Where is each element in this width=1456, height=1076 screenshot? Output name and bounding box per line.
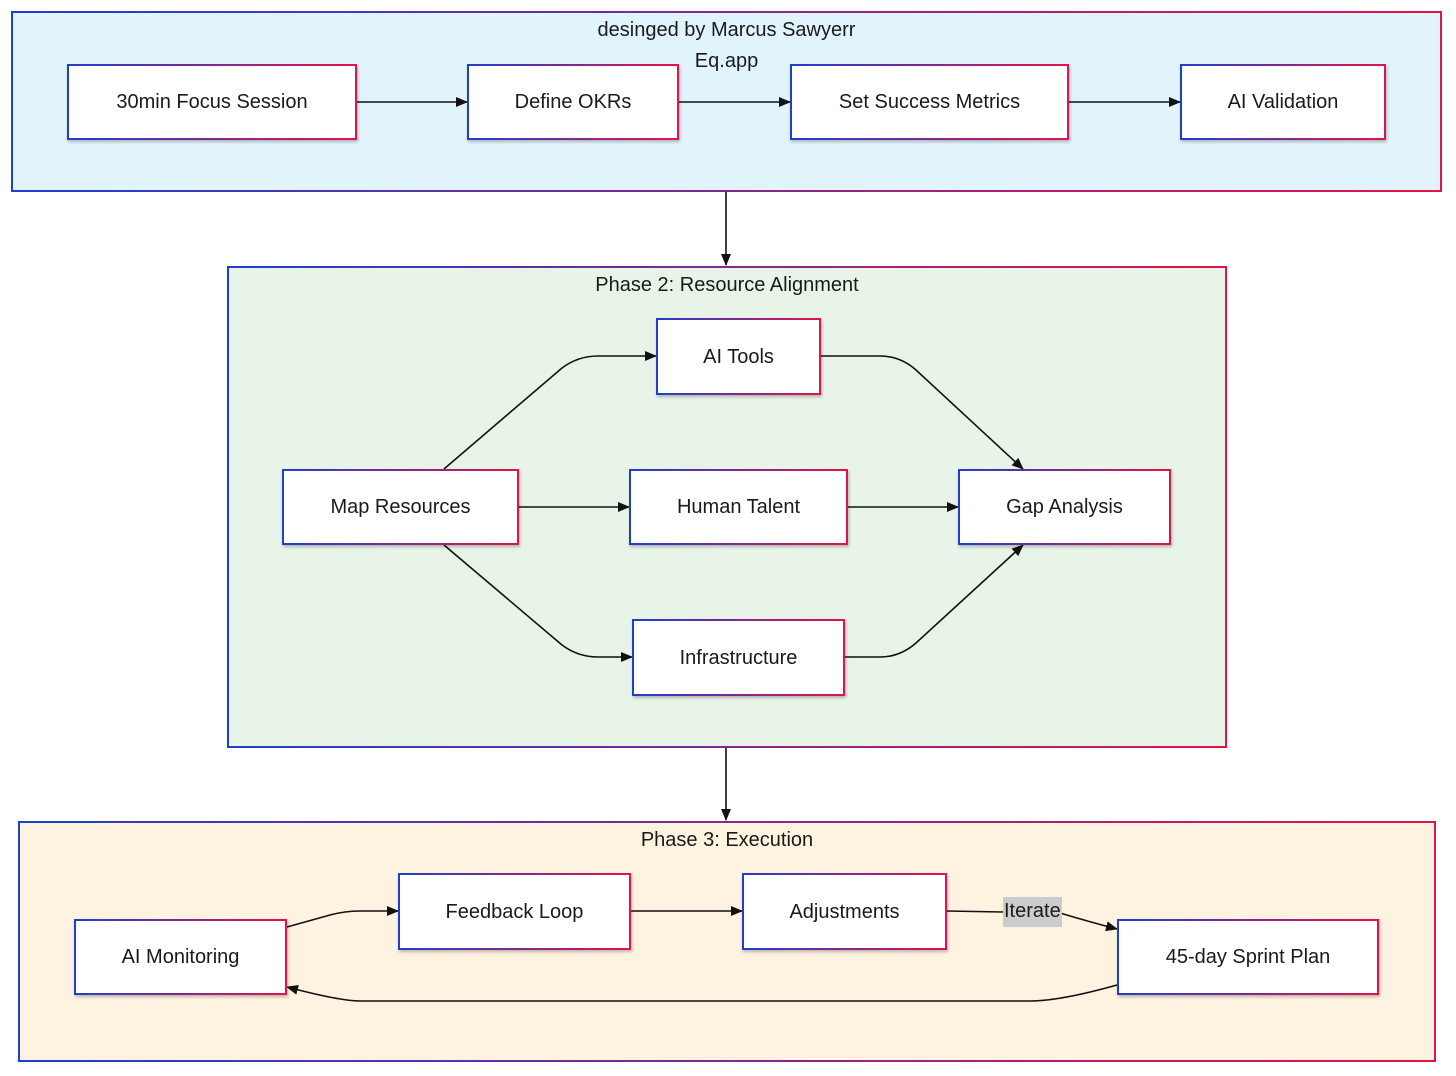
node-ai-monitoring[interactable]: AI Monitoring [74, 919, 287, 995]
edge-aitools-to-gap [820, 355, 1024, 470]
node-map-resources[interactable]: Map Resources [282, 469, 519, 545]
phase3-title: Phase 3: Execution [640, 829, 814, 851]
node-gap-analysis[interactable]: Gap Analysis [958, 469, 1171, 545]
node-ai-tools[interactable]: AI Tools [656, 318, 821, 395]
edge-infra-to-gap [845, 544, 1024, 658]
edge-map-to-infra [443, 544, 633, 662]
node-focus-session[interactable]: 30min Focus Session [67, 64, 357, 140]
edge-label-iterate: Iterate [1003, 897, 1062, 927]
edge-sprint-to-monitoring [286, 984, 1118, 1002]
node-human-talent[interactable]: Human Talent [629, 469, 848, 545]
node-adjustments[interactable]: Adjustments [742, 873, 947, 950]
node-infrastructure[interactable]: Infrastructure [632, 619, 845, 696]
node-feedback-loop[interactable]: Feedback Loop [398, 873, 631, 950]
phase1-subtitle: Eq.app [694, 50, 759, 72]
node-success-metrics[interactable]: Set Success Metrics [790, 64, 1069, 140]
node-sprint-plan[interactable]: 45-day Sprint Plan [1117, 919, 1379, 995]
edge-map-to-aitools [443, 351, 657, 470]
edge-monitoring-to-feedback [286, 906, 399, 928]
phase1-title: desinged by Marcus Sawyerr [597, 19, 856, 41]
node-ai-validation[interactable]: AI Validation [1180, 64, 1386, 140]
node-define-okrs[interactable]: Define OKRs [467, 64, 679, 140]
phase2-title: Phase 2: Resource Alignment [595, 274, 859, 296]
